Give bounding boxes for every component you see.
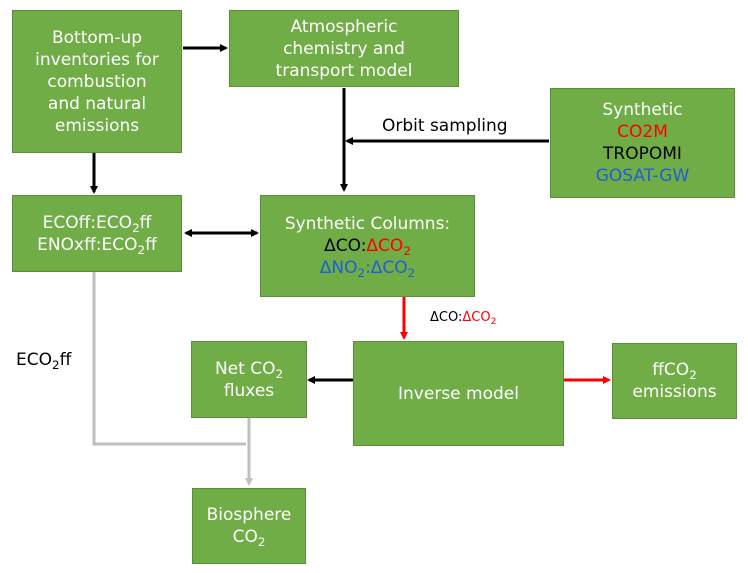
columns-title: Synthetic Columns: (284, 214, 451, 234)
ratio-line-2: ENOxff:ECO2ff (37, 234, 157, 257)
inverse-model-label: Inverse model (398, 383, 519, 404)
net-fluxes-line-2: fluxes (223, 380, 275, 401)
columns-line-3: ΔNO2:ΔCO2 (319, 258, 416, 281)
net-fluxes-box: Net CO2 fluxes (191, 341, 307, 418)
ratio-line-1: ECOff:ECO2ff (42, 212, 152, 235)
synthetic-columns-box: Synthetic Columns: ΔCO:ΔCO2 ΔNO2:ΔCO2 (260, 195, 475, 297)
net-fluxes-line-1: Net CO2 (214, 358, 284, 381)
chem-model-line-2: chemistry and (283, 38, 405, 59)
biosphere-box: Biosphere CO2 (192, 488, 306, 564)
biosphere-line-2: CO2 (232, 527, 266, 550)
co2m-label: CO2M (617, 122, 668, 142)
synthetic-title: Synthetic (602, 100, 683, 120)
chem-model-box: Atmospheric chemistry and transport mode… (229, 10, 459, 87)
dco-dco2-label: ΔCO:ΔCO2 (430, 310, 497, 328)
inventories-line-2: inventories for (35, 49, 159, 70)
columns-line-2: ΔCO:ΔCO2 (324, 236, 411, 259)
inverse-model-box: Inverse model (353, 341, 564, 446)
orbit-sampling-label: Orbit sampling (382, 116, 508, 136)
ratios-box: ECOff:ECO2ff ENOxff:ECO2ff (12, 195, 182, 272)
chem-model-line-1: Atmospheric (290, 16, 398, 37)
inventories-line-1: Bottom-up (51, 27, 143, 48)
arrow-ratios-to-biosphere (92, 272, 246, 446)
ffco2-emissions-box: ffCO2 emissions (612, 343, 737, 419)
eco2ff-label: ECO2ff (16, 350, 72, 373)
gosat-label: GOSAT-GW (595, 166, 690, 186)
ffco2-line-2: emissions (632, 382, 717, 402)
chem-model-line-3: transport model (275, 60, 413, 81)
biosphere-line-1: Biosphere (206, 505, 292, 525)
ffco2-line-1: ffCO2 (652, 360, 697, 383)
inventories-line-5: emissions (54, 115, 140, 136)
inventories-box: Bottom-up inventories for combustion and… (12, 10, 182, 153)
tropomi-label: TROPOMI (603, 144, 682, 164)
inventories-line-3: combustion (47, 71, 147, 92)
inventories-line-4: and natural (47, 93, 147, 114)
synthetic-instruments-box: Synthetic CO2M TROPOMI GOSAT-GW (550, 88, 735, 198)
